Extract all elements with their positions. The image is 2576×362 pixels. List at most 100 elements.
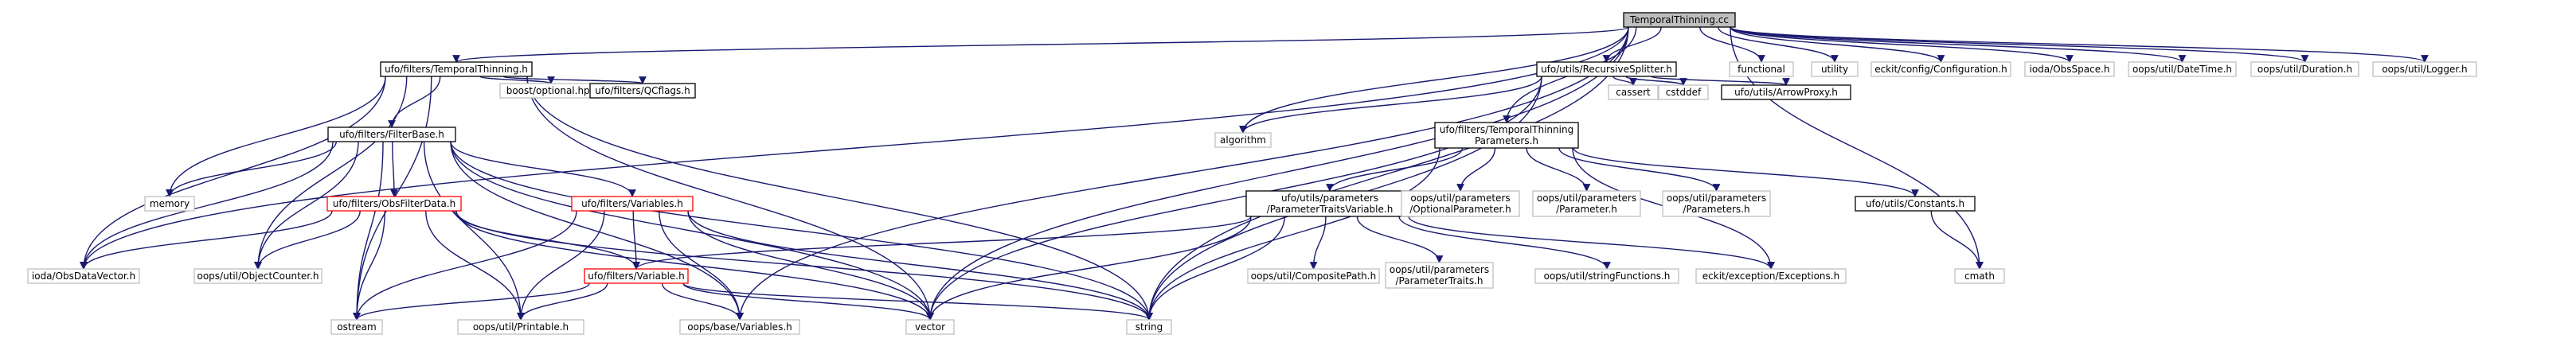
node-param: oops/util/parameters/Parameter.h bbox=[1532, 190, 1641, 217]
edge-root-to-oopsvariables bbox=[736, 26, 1629, 321]
edge-ptv-to-string bbox=[1145, 216, 1285, 321]
node-box bbox=[144, 196, 195, 212]
node-box bbox=[1536, 61, 1677, 77]
node-box bbox=[326, 196, 462, 212]
edge-filterbase-to-memory bbox=[166, 141, 337, 197]
edge-filterbase-to-objectcounter bbox=[254, 141, 359, 270]
edge-variables_h-to-variable_h bbox=[632, 210, 640, 270]
node-label: functional bbox=[1738, 64, 1785, 75]
node-params: oops/util/parameters/Parameters.h bbox=[1662, 190, 1771, 217]
node-variable_h[interactable]: ufo/filters/Variable.h bbox=[584, 268, 689, 284]
node-tt_h[interactable]: ufo/filters/TemporalThinning.h bbox=[380, 61, 533, 77]
edge-root-to-datetime bbox=[1730, 26, 2187, 63]
node-rs_h[interactable]: ufo/utils/RecursiveSplitter.h bbox=[1536, 61, 1677, 77]
edge-filterbase-to-variables_h bbox=[450, 141, 636, 197]
node-label: eckit/exception/Exceptions.h bbox=[1702, 271, 1839, 282]
edge-root-to-eckit_conf bbox=[1730, 26, 1945, 63]
node-arrowproxy[interactable]: ufo/utils/ArrowProxy.h bbox=[1721, 84, 1851, 100]
edge-obsfilterdata-to-ostream bbox=[353, 210, 385, 321]
node-root[interactable]: TemporalThinning.cc bbox=[1623, 12, 1736, 28]
node-filterbase[interactable]: ufo/filters/FilterBase.h bbox=[327, 127, 456, 142]
node-label: oops/util/DateTime.h bbox=[2132, 64, 2232, 75]
node-box bbox=[1623, 12, 1736, 28]
edge-variables_h-to-printable bbox=[517, 210, 605, 321]
node-objectcounter: oops/util/ObjectCounter.h bbox=[193, 268, 322, 284]
edge-rs_h-to-cassert bbox=[1612, 76, 1637, 86]
node-obsfilterdata[interactable]: ufo/filters/ObsFilterData.h bbox=[326, 196, 462, 212]
edge-ttparams-to-constants bbox=[1573, 147, 1919, 197]
edge-tt_h-to-boost_opt bbox=[479, 76, 555, 84]
node-qcflags[interactable]: ufo/filters/QCflags.h bbox=[589, 83, 696, 99]
edge-ttparams-to-ptv bbox=[1326, 147, 1464, 192]
node-ptv[interactable]: ufo/utils/parameters/ParameterTraitsVari… bbox=[1245, 190, 1414, 217]
edge-root-to-utility bbox=[1718, 26, 1839, 63]
edge-rs_h-to-cstddef bbox=[1624, 76, 1687, 86]
edges-layer bbox=[80, 26, 2429, 321]
node-label: ufo/utils/parameters bbox=[1281, 193, 1378, 204]
node-label: ufo/filters/ObsFilterData.h bbox=[333, 198, 456, 209]
node-box bbox=[584, 268, 689, 284]
node-box bbox=[1534, 268, 1679, 284]
node-label: ufo/filters/TemporalThinning.h bbox=[385, 64, 528, 75]
node-datetime: oops/util/DateTime.h bbox=[2128, 61, 2237, 77]
node-box bbox=[2372, 61, 2477, 77]
node-label: ufo/filters/QCflags.h bbox=[595, 85, 690, 96]
node-label: oops/util/CompositePath.h bbox=[1251, 271, 1376, 282]
edge-variable_h-to-string bbox=[682, 282, 1153, 321]
node-box bbox=[1434, 122, 1579, 149]
node-box bbox=[2250, 61, 2359, 77]
node-label: ufo/filters/FilterBase.h bbox=[339, 129, 444, 140]
node-box bbox=[1870, 61, 2011, 77]
node-box bbox=[1401, 190, 1520, 217]
edge-variable_h-to-ostream bbox=[353, 282, 590, 321]
node-eckit_conf: eckit/config/Configuration.h bbox=[1870, 61, 2011, 77]
edge-ptv-to-variable_h bbox=[632, 216, 1252, 270]
edge-variables_h-to-vector bbox=[687, 210, 934, 321]
node-label: eckit/config/Configuration.h bbox=[1874, 64, 2007, 75]
edge-obsfilterdata-to-string bbox=[455, 210, 1153, 321]
edge-filterbase-to-oopsvariables bbox=[450, 141, 744, 321]
node-label: TemporalThinning.cc bbox=[1629, 14, 1729, 25]
node-vector: vector bbox=[905, 319, 955, 335]
node-box bbox=[571, 196, 694, 212]
node-label: boost/optional.hpp bbox=[506, 85, 596, 96]
edge-variable_h-to-vector bbox=[682, 282, 934, 321]
node-label: oops/util/stringFunctions.h bbox=[1544, 271, 1671, 282]
edge-root-to-rs_h bbox=[1602, 26, 1662, 63]
node-label: ufo/filters/Variable.h bbox=[588, 271, 684, 282]
node-box bbox=[1729, 61, 1794, 77]
node-label: ostream bbox=[337, 321, 376, 333]
node-label: ioda/ObsDataVector.h bbox=[32, 271, 135, 282]
edge-obsfilterdata-to-variable_h bbox=[454, 210, 640, 270]
node-box bbox=[2128, 61, 2237, 77]
node-oopsvariables: oops/base/Variables.h bbox=[679, 319, 800, 335]
node-cassert: cassert bbox=[1608, 84, 1659, 100]
node-label: cassert bbox=[1616, 87, 1651, 98]
nodes-layer: TemporalThinning.cc ufo/filters/TemporalT… bbox=[27, 12, 2477, 335]
node-box bbox=[1608, 84, 1659, 100]
edge-ttparams-to-params bbox=[1558, 147, 1721, 192]
node-label: oops/util/Logger.h bbox=[2382, 64, 2467, 75]
node-label: oops/util/parameters bbox=[1390, 264, 1489, 275]
node-constants[interactable]: ufo/utils/Constants.h bbox=[1855, 196, 1976, 212]
edge-variable_h-to-printable bbox=[517, 282, 608, 321]
edge-obsfilterdata-to-objectcounter bbox=[254, 210, 361, 270]
node-ioda_obsspace: ioda/ObsSpace.h bbox=[2024, 61, 2115, 77]
node-box bbox=[327, 127, 456, 142]
node-obsdatavector: ioda/ObsDataVector.h bbox=[27, 268, 140, 284]
node-box bbox=[2024, 61, 2115, 77]
node-variables_h[interactable]: ufo/filters/Variables.h bbox=[571, 196, 694, 212]
edge-tt_h-to-memory bbox=[166, 76, 386, 197]
node-label: utility bbox=[1821, 64, 1848, 75]
node-box bbox=[193, 268, 322, 284]
node-box bbox=[1695, 268, 1847, 284]
node-label: /OptionalParameter.h bbox=[1409, 204, 1511, 215]
node-memory: memory bbox=[144, 196, 195, 212]
node-compositepath: oops/util/CompositePath.h bbox=[1247, 268, 1380, 284]
node-box bbox=[905, 319, 955, 335]
node-box bbox=[1954, 268, 2005, 284]
node-label: oops/util/ObjectCounter.h bbox=[197, 271, 319, 282]
edge-variable_h-to-oopsvariables bbox=[661, 282, 744, 321]
